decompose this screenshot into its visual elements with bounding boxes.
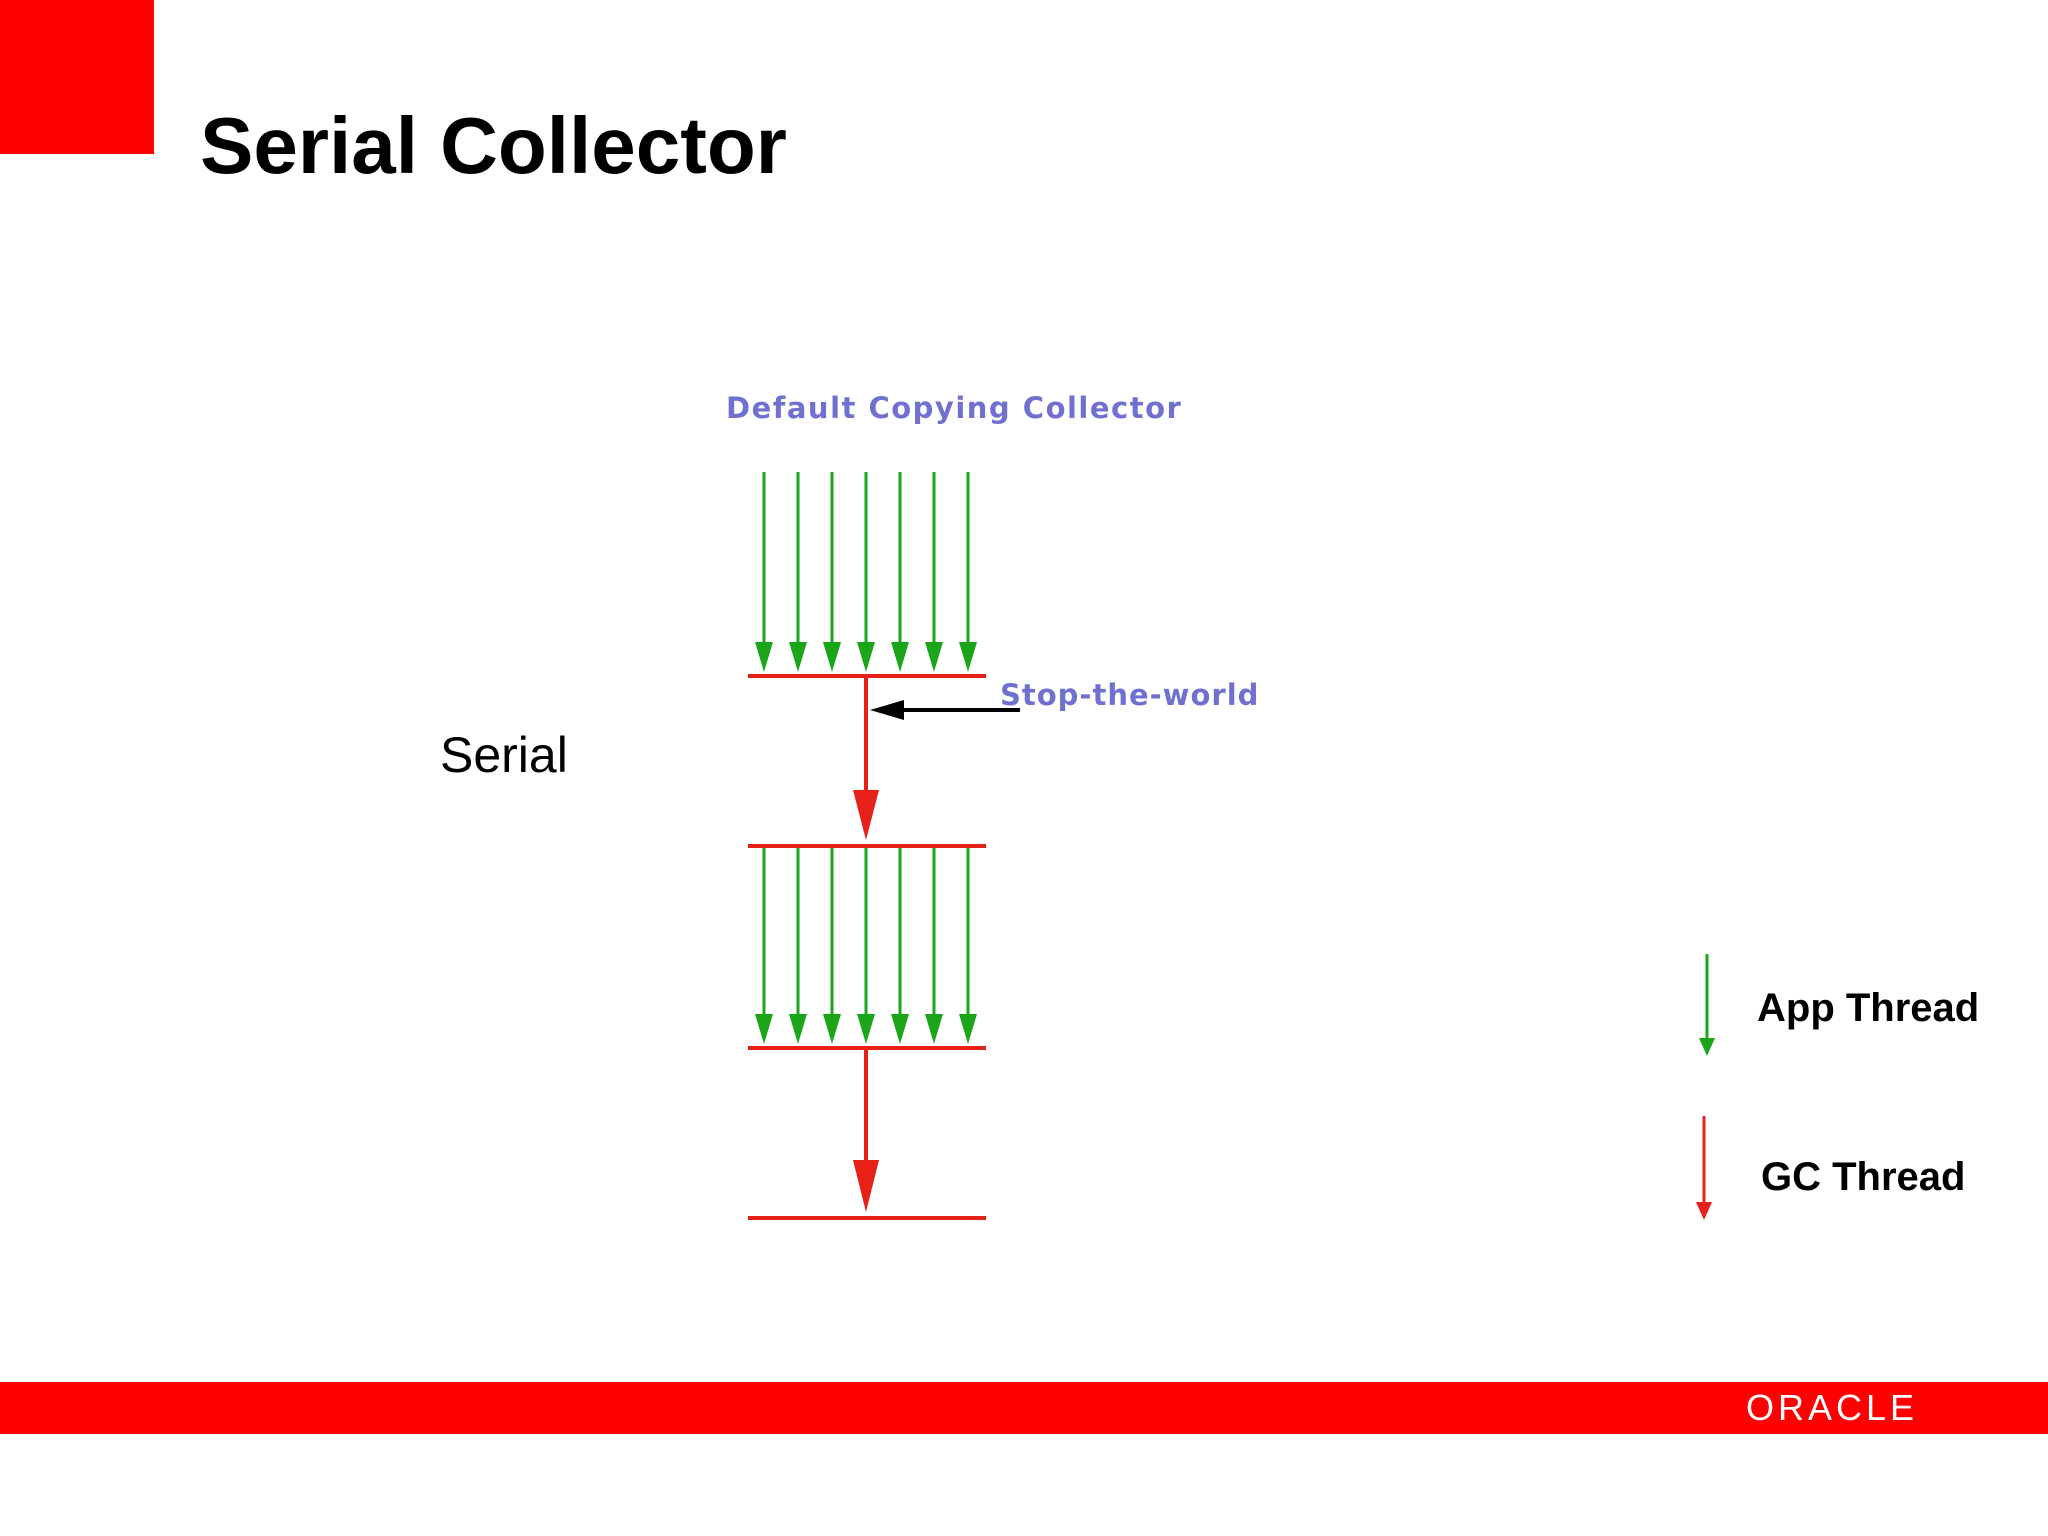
- app-thread-arrow: [925, 848, 943, 1044]
- app-thread-arrow: [755, 472, 773, 672]
- green-down-arrow-icon: [1699, 954, 1715, 1056]
- legend-gc-thread-label: GC Thread: [1761, 1155, 1966, 1199]
- oracle-logo: ORACLE: [1745, 1387, 1918, 1428]
- app-thread-arrow: [823, 848, 841, 1044]
- app-thread-arrow: [891, 848, 909, 1044]
- legend-app-thread-label: App Thread: [1757, 986, 1980, 1030]
- corner-accent-block: [0, 0, 154, 154]
- app-thread-arrow: [925, 472, 943, 672]
- serial-label: Serial: [440, 727, 568, 783]
- slide-title: Serial Collector: [200, 101, 787, 190]
- app-thread-arrows-top: [755, 472, 977, 672]
- footer-bar: [0, 1382, 2048, 1434]
- stop-the-world-label: Stop-the-world: [1000, 678, 1259, 712]
- gc-thread-arrow-2: [853, 1048, 879, 1212]
- app-thread-arrow: [789, 848, 807, 1044]
- app-thread-arrow: [857, 472, 875, 672]
- app-thread-arrow: [959, 848, 977, 1044]
- red-down-arrow-icon: [1696, 1116, 1712, 1220]
- app-thread-arrow: [789, 472, 807, 672]
- gc-thread-arrow-1: [853, 676, 879, 840]
- app-thread-arrow: [891, 472, 909, 672]
- stop-the-world-pointer: [870, 700, 1020, 720]
- app-thread-arrow: [857, 848, 875, 1044]
- app-thread-arrow: [755, 848, 773, 1044]
- app-thread-arrow: [823, 472, 841, 672]
- app-thread-arrows-bottom: [755, 848, 977, 1044]
- diagram-heading: Default Copying Collector: [726, 391, 1182, 425]
- app-thread-arrow: [959, 472, 977, 672]
